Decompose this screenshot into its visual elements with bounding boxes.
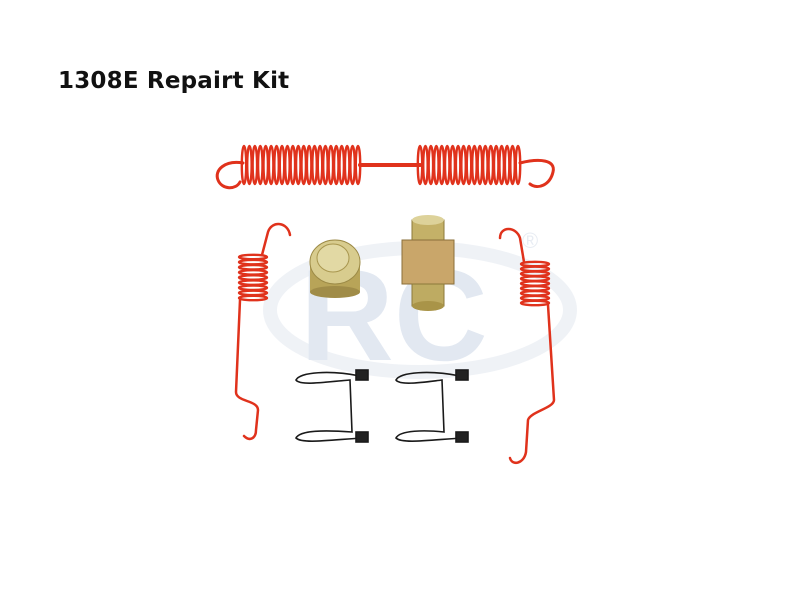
coil-turn <box>316 144 324 186</box>
coil-turn <box>300 144 308 186</box>
registered-mark: ® <box>522 228 538 253</box>
coil-turn <box>354 144 362 186</box>
coil-turn <box>509 144 516 186</box>
coil-turn <box>343 144 351 186</box>
coil-turn <box>432 144 440 186</box>
coil-turn <box>237 258 269 266</box>
right-shoe-spring <box>498 227 556 465</box>
coil-turn <box>237 274 269 281</box>
coil-turn <box>240 144 248 186</box>
coil-turn <box>427 144 435 186</box>
coil-turn <box>237 253 269 261</box>
coil-turn <box>519 299 551 307</box>
coil-turn <box>476 144 484 186</box>
retainer-clip-left <box>295 369 369 443</box>
coil-turn <box>267 144 275 186</box>
coil-turn <box>514 144 522 186</box>
coil-turn <box>481 144 489 186</box>
coil-turn <box>294 144 302 186</box>
coil-turn <box>237 289 269 297</box>
coil-turn <box>465 144 473 186</box>
coil-turn <box>305 144 313 186</box>
coil-turn <box>262 144 270 186</box>
main-return-spring <box>215 144 555 190</box>
coil-turn <box>487 144 495 186</box>
coil-turn <box>438 144 446 186</box>
coil-turn <box>237 284 269 292</box>
coil-turn <box>311 144 318 186</box>
coil-turn <box>498 144 506 186</box>
coil-turn <box>327 144 335 186</box>
coil-turn <box>289 144 297 186</box>
retainer-clip-right <box>395 369 469 443</box>
coil-turn <box>449 144 457 186</box>
product-title: 1308E Repairt Kit <box>58 68 290 94</box>
coil-turn <box>454 144 462 186</box>
coil-turn <box>251 144 259 186</box>
coil-turn <box>322 144 329 186</box>
coil-turn <box>278 144 286 186</box>
coil-turn <box>338 144 346 186</box>
coil-turn <box>492 144 500 186</box>
coil-turn <box>237 279 269 287</box>
coil-turn <box>237 294 269 302</box>
anchor-pin-cap <box>309 239 361 298</box>
coil-turn <box>237 263 269 271</box>
coil-turn <box>471 144 478 186</box>
coil-turn <box>256 144 264 186</box>
coil-turn <box>237 268 269 276</box>
coil-turn <box>273 144 280 186</box>
coil-turn <box>284 144 291 186</box>
roller-pin <box>401 215 455 311</box>
coil-turn <box>246 144 253 186</box>
coil-turn <box>349 144 356 186</box>
coil-turn <box>503 144 511 186</box>
left-shoe-spring <box>234 222 292 441</box>
coil-turn <box>443 144 451 186</box>
coil-turn <box>422 144 429 186</box>
coil-turn <box>332 144 340 186</box>
coil-turn <box>460 144 467 186</box>
